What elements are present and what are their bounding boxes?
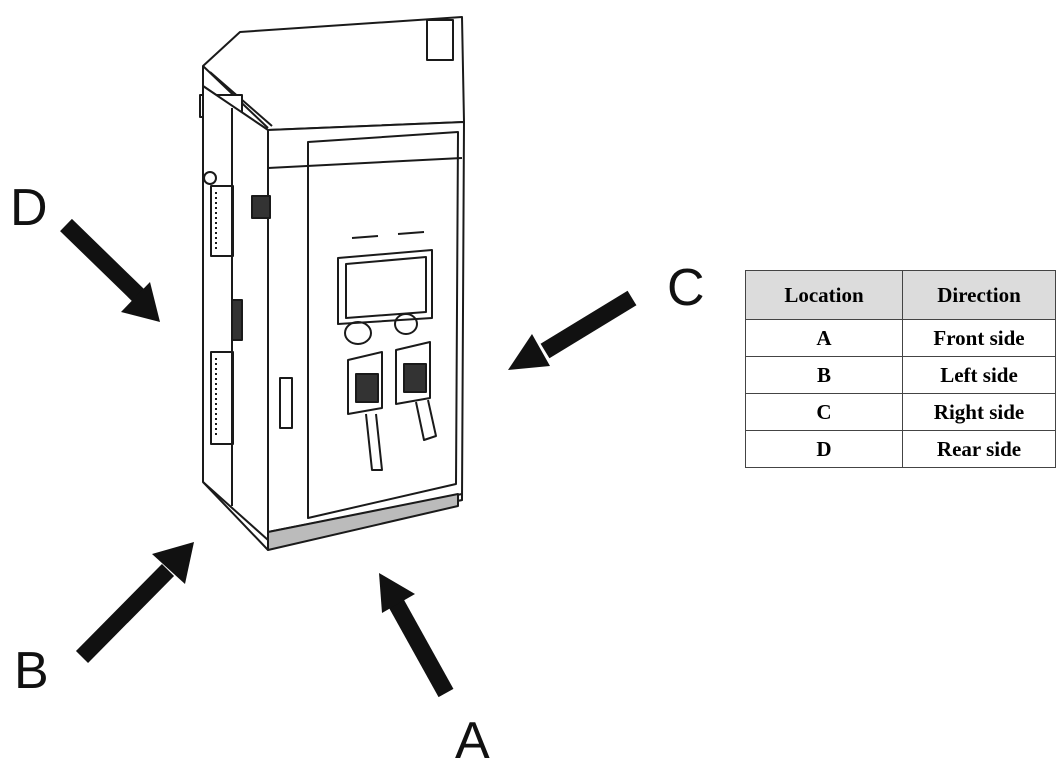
table-row: A Front side <box>745 319 1056 357</box>
cell-location: C <box>745 393 903 431</box>
table-header-row: Location Direction <box>745 270 1056 320</box>
table-row: D Rear side <box>745 430 1056 468</box>
arrow-c <box>508 290 637 370</box>
label-d: D <box>10 179 48 237</box>
cell-direction: Rear side <box>902 430 1056 468</box>
arrow-d <box>60 218 160 322</box>
cell-direction: Left side <box>902 356 1056 394</box>
arrow-b <box>75 542 194 663</box>
label-a: A <box>455 712 490 760</box>
charging-station-cabinet <box>199 16 465 551</box>
cell-location: A <box>745 319 903 357</box>
label-b: B <box>14 642 49 700</box>
location-direction-table: Location Direction A Front side B Left s… <box>745 270 1056 468</box>
table-row: B Left side <box>745 356 1056 394</box>
table-row: C Right side <box>745 393 1056 431</box>
label-c: C <box>667 259 705 317</box>
header-direction: Direction <box>902 270 1056 320</box>
cell-direction: Right side <box>902 393 1056 431</box>
cell-location: D <box>745 430 903 468</box>
arrow-a <box>379 573 454 698</box>
cell-location: B <box>745 356 903 394</box>
cell-direction: Front side <box>902 319 1056 357</box>
header-location: Location <box>745 270 903 320</box>
